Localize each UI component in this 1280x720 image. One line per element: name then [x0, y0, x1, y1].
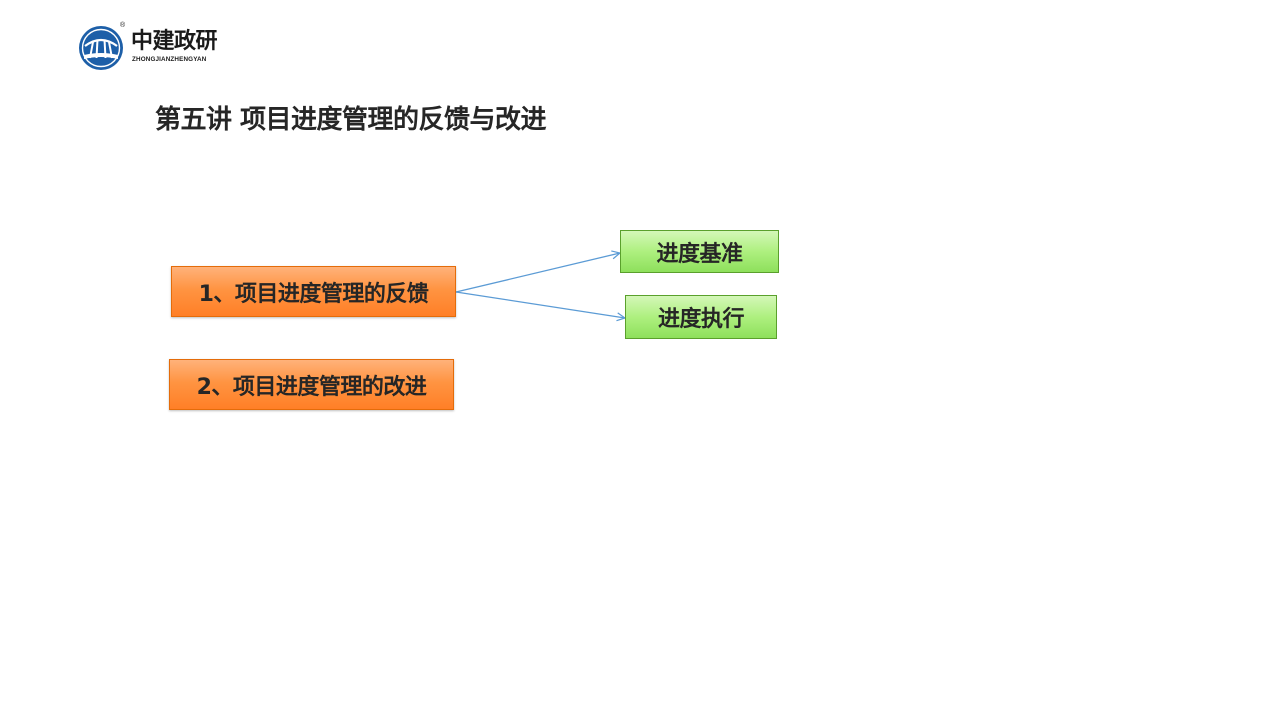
registered-mark: ®	[120, 22, 126, 29]
arrow-feedback-to-baseline	[455, 253, 620, 293]
arrow-feedback-to-execution	[455, 291, 625, 318]
node-feedback: 1、项目进度管理的反馈	[171, 266, 456, 317]
logo-name-cn: 中建政研	[131, 29, 218, 54]
logo-emblem-icon	[79, 26, 123, 70]
page-title: 第五讲 项目进度管理的反馈与改进	[155, 105, 547, 135]
company-logo: ® 中建政研 ZHONGJIANZHENGYAN	[78, 22, 228, 74]
logo-name-en: ZHONGJIANZHENGYAN	[132, 56, 207, 63]
node-execution: 进度执行	[625, 295, 777, 339]
node-improvement: 2、项目进度管理的改进	[169, 359, 454, 410]
node-baseline: 进度基准	[620, 230, 779, 273]
